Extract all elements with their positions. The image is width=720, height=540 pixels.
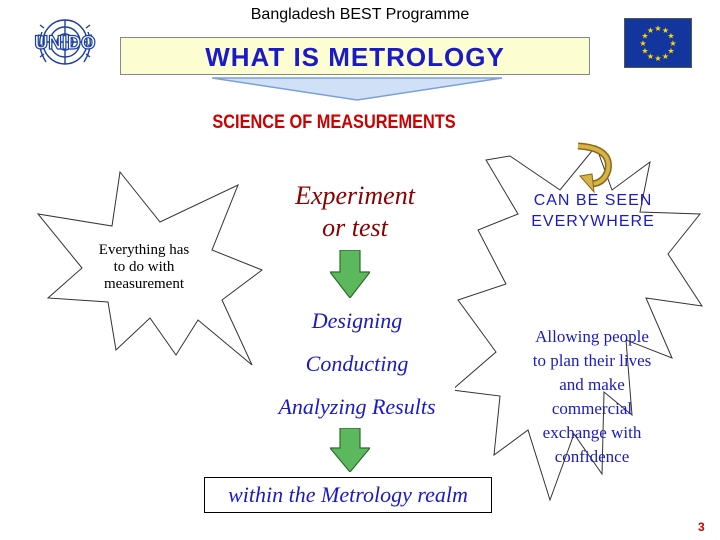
right-burst-text: Allowing people to plan their lives and … — [512, 325, 672, 469]
right-heading-line: EVERYWHERE — [531, 213, 655, 230]
right-text-line: exchange with — [542, 423, 642, 442]
experiment-label: Experiment or test — [270, 180, 440, 244]
star-icon: ★ — [669, 39, 676, 48]
star-icon: ★ — [667, 47, 674, 56]
eu-stars: ★★★★★★★★★★★★ — [639, 24, 676, 63]
star-icon: ★ — [654, 24, 661, 33]
right-text-line: Allowing people — [535, 327, 649, 346]
right-heading-line: CAN BE SEEN — [533, 192, 653, 209]
title-banner: WHAT IS METROLOGY — [120, 37, 590, 75]
right-text-line: to plan their lives — [532, 351, 652, 370]
right-text-line: and make — [559, 375, 625, 394]
unido-logo-text: UNIDO — [34, 33, 95, 54]
step-analyzing: Analyzing Results — [278, 394, 436, 419]
star-icon: ★ — [647, 26, 654, 35]
subtitle: SCIENCE OF MEASUREMENTS — [212, 112, 456, 133]
star-icon: ★ — [654, 54, 661, 63]
page-number: 3 — [698, 520, 705, 534]
down-arrow-icon — [330, 428, 370, 472]
star-icon: ★ — [641, 47, 648, 56]
banner-pointer-icon — [212, 77, 502, 101]
realm-box: within the Metrology realm — [204, 477, 492, 513]
experiment-line: or test — [322, 213, 388, 242]
experiment-line: Experiment — [295, 181, 415, 210]
realm-text: within the Metrology realm — [228, 482, 468, 507]
star-icon: ★ — [662, 52, 669, 61]
unido-logo: UNIDO — [30, 12, 100, 76]
left-burst-line: Everything has — [98, 242, 190, 258]
left-burst-line: measurement — [104, 276, 184, 292]
eu-flag-icon: ★★★★★★★★★★★★ — [624, 18, 692, 68]
star-icon: ★ — [647, 52, 654, 61]
down-arrow-icon — [330, 250, 370, 298]
left-burst-text: Everything has to do with measurement — [80, 242, 208, 293]
programme-title: Bangladesh BEST Programme — [250, 6, 470, 23]
un-emblem-icon: UNIDO — [34, 19, 96, 65]
right-text-line: confidence — [554, 447, 630, 466]
star-icon: ★ — [639, 39, 646, 48]
right-text-line: commercial — [551, 399, 633, 418]
curved-arrow-icon — [577, 142, 612, 194]
left-burst-line: to do with — [113, 259, 175, 275]
step-conducting: Conducting — [305, 351, 409, 376]
right-burst-heading: CAN BE SEEN EVERYWHERE — [508, 190, 678, 232]
star-icon: ★ — [667, 32, 674, 41]
star-icon: ★ — [641, 32, 648, 41]
banner-title: WHAT IS METROLOGY — [205, 42, 505, 72]
star-icon: ★ — [662, 26, 669, 35]
step-designing: Designing — [311, 308, 403, 333]
steps-panel — [261, 300, 455, 426]
